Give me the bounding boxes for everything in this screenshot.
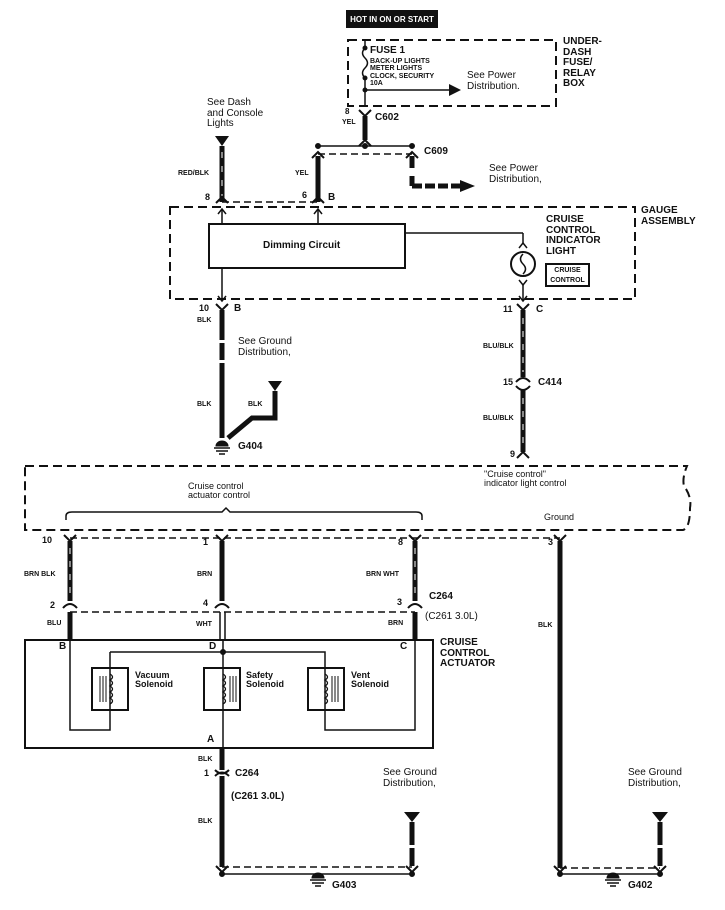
indicator-light-title: CRUISE CONTROL INDICATOR LIGHT bbox=[546, 214, 601, 257]
c264-bottom-label: C264 bbox=[235, 768, 259, 779]
yel-terminal: B bbox=[328, 192, 336, 203]
ground-wire-pin: 3 bbox=[548, 537, 554, 547]
fuse-description: BACK-UP LIGHTS METER LIGHTS CLOCK, SECUR… bbox=[370, 58, 435, 88]
blu-blk-wire-upper: BLU/BLK bbox=[483, 343, 514, 350]
blu-blk-wire-lower: BLU/BLK bbox=[483, 415, 514, 422]
dimming-circuit-box bbox=[208, 223, 406, 269]
cruise-control-badge: CRUISE CONTROL bbox=[545, 263, 590, 287]
c602-label: C602 bbox=[375, 112, 399, 123]
control-unit-border bbox=[24, 465, 692, 531]
actuator-title: CRUISE CONTROL ACTUATOR bbox=[440, 637, 496, 669]
gauge-ground-terminal: B bbox=[234, 303, 242, 314]
gauge-assembly-border bbox=[169, 206, 636, 300]
actuator-wire-d-top: BRN bbox=[197, 571, 213, 578]
actuator-terminal-a: A bbox=[207, 734, 215, 745]
c602-wire: YEL bbox=[342, 119, 356, 126]
ground-g404-icon bbox=[215, 440, 229, 447]
indicator-terminal: C bbox=[536, 304, 544, 315]
fuse-symbol bbox=[361, 47, 369, 79]
c264-bottom-alt: (C261 3.0L) bbox=[231, 791, 285, 802]
actuator-wire-c-top: BRN WHT bbox=[366, 571, 400, 578]
vent-solenoid-label: Vent Solenoid bbox=[351, 670, 389, 690]
indicator-control-label: "Cruise control" indicator light control bbox=[484, 469, 567, 489]
indicator-bulb-icon bbox=[510, 251, 536, 277]
see-dash-console-lights[interactable]: See Dash and Console Lights bbox=[207, 97, 264, 129]
fuse-name: FUSE 1 bbox=[370, 45, 406, 56]
g404-wire-right: BLK bbox=[248, 401, 263, 408]
g402-label: G402 bbox=[628, 880, 653, 891]
vent-solenoid bbox=[307, 667, 345, 711]
ground-label: Ground bbox=[544, 512, 575, 522]
actuator-terminal-c: C bbox=[400, 641, 408, 652]
actuator-wire-b-pin-mid: 2 bbox=[50, 600, 56, 610]
actuator-wire-b-pin-top: 10 bbox=[42, 535, 53, 545]
c414-connector bbox=[515, 377, 531, 383]
yel-pin: 6 bbox=[302, 190, 308, 200]
fuse-box-title: UNDER- DASH FUSE/ RELAY BOX bbox=[563, 36, 602, 89]
ground-wire-label: BLK bbox=[538, 622, 553, 629]
vacuum-solenoid-label: Vacuum Solenoid bbox=[135, 670, 173, 690]
dash-pin: 8 bbox=[205, 192, 211, 202]
hot-in-on-or-start-badge: HOT IN ON OR START bbox=[346, 10, 438, 28]
safety-solenoid bbox=[203, 667, 241, 711]
actuator-wire-c-pin-mid: 3 bbox=[397, 597, 403, 607]
actuator-terminal-b: B bbox=[59, 641, 67, 652]
c264-bottom-pin: 1 bbox=[204, 768, 210, 778]
gauge-assembly-title: GAUGE ASSEMBLY bbox=[641, 205, 696, 227]
fuse-box-border bbox=[347, 39, 557, 107]
c414-label: C414 bbox=[538, 377, 562, 388]
c609-label: C609 bbox=[424, 146, 448, 157]
gauge-ground-wire: BLK bbox=[197, 317, 212, 324]
dimming-circuit-label: Dimming Circuit bbox=[263, 240, 341, 251]
ground-g403-icon bbox=[311, 872, 325, 879]
c264-top-label: C264 bbox=[429, 591, 453, 602]
g403-label: G403 bbox=[332, 880, 357, 891]
gauge-ground-pin: 10 bbox=[199, 303, 210, 313]
actuator-out-wire-upper: BLK bbox=[198, 756, 213, 763]
g404-see-ground-dist[interactable]: See Ground Distribution, bbox=[238, 336, 292, 358]
actuator-wire-b-bottom: BLU bbox=[47, 620, 62, 627]
actuator-out-wire-lower: BLK bbox=[198, 818, 213, 825]
safety-solenoid-label: Safety Solenoid bbox=[246, 670, 284, 690]
fuse-see-power-dist[interactable]: See Power Distribution. bbox=[467, 70, 520, 92]
yel-see-power-dist[interactable]: See Power Distribution, bbox=[489, 163, 542, 185]
actuator-wire-b-top: BRN BLK bbox=[24, 571, 56, 578]
yel-wire-label: YEL bbox=[295, 170, 309, 177]
c602-pin: 8 bbox=[345, 107, 350, 116]
g403-see-ground-dist[interactable]: See Ground Distribution, bbox=[383, 767, 437, 789]
g404-wire-left: BLK bbox=[197, 401, 212, 408]
actuator-wire-c-bottom: BRN bbox=[388, 620, 404, 627]
red-blk-wire-label: RED/BLK bbox=[178, 170, 210, 177]
actuator-wire-d-bottom: WHT bbox=[196, 621, 212, 628]
actuator-wire-d-pin-top: 1 bbox=[203, 537, 209, 547]
vacuum-solenoid bbox=[91, 667, 129, 711]
actuator-wire-c-pin-top: 8 bbox=[398, 537, 404, 547]
actuator-control-label: Cruise control actuator control bbox=[188, 481, 251, 501]
g402-see-ground-dist[interactable]: See Ground Distribution, bbox=[628, 767, 682, 789]
ecu-indicator-pin: 9 bbox=[510, 449, 516, 459]
cruise-actuator-box bbox=[24, 639, 434, 749]
ground-g402-icon bbox=[606, 872, 620, 879]
actuator-wire-d-pin-mid: 4 bbox=[203, 598, 209, 608]
c264-top-alt: (C261 3.0L) bbox=[425, 611, 478, 622]
actuator-control-brace bbox=[65, 506, 423, 520]
g404-label: G404 bbox=[238, 441, 263, 452]
actuator-terminal-d: D bbox=[209, 641, 217, 652]
c414-pin: 15 bbox=[503, 377, 514, 387]
c602-connector bbox=[358, 109, 372, 118]
indicator-pin: 11 bbox=[503, 304, 513, 314]
